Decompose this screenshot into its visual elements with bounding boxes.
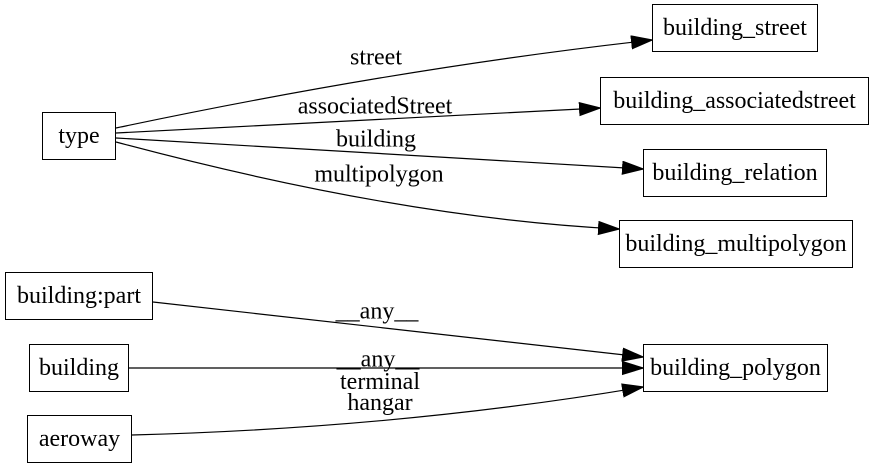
node-building-polygon: building_polygon	[643, 344, 828, 392]
edge-label-any-building: __any__	[336, 346, 420, 373]
node-aeroway: aeroway	[27, 415, 132, 463]
node-building-street: building_street	[652, 4, 818, 52]
edge-type-building-street	[115, 40, 652, 129]
edge-label-street: street	[350, 44, 402, 71]
edge-label-hangar: hangar	[347, 390, 413, 416]
edge-label-multipolygon: multipolygon	[314, 161, 444, 188]
edge-building-part-building-polygon	[152, 301, 643, 357]
edge-label-terminal: terminal	[340, 369, 420, 395]
node-type: type	[42, 112, 116, 160]
node-building-part: building:part	[5, 272, 153, 320]
edge-aeroway-building-polygon	[131, 387, 643, 436]
edge-type-building-multipolygon	[115, 141, 619, 229]
edge-type-building-relation	[115, 137, 643, 169]
edge-type-building-associatedstreet	[115, 108, 600, 134]
edge-label-building: building	[335, 126, 417, 153]
node-building-relation: building_relation	[643, 149, 827, 197]
edge-label-associatedstreet: associatedStreet	[297, 93, 453, 120]
node-building-multipolygon: building_multipolygon	[619, 220, 853, 268]
node-building: building	[29, 344, 129, 392]
edge-label-any-building-part: __any__	[335, 298, 419, 325]
node-building-associatedstreet: building_associatedstreet	[600, 77, 869, 125]
edge-label-terminal-hangar: terminal hangar	[340, 369, 420, 416]
